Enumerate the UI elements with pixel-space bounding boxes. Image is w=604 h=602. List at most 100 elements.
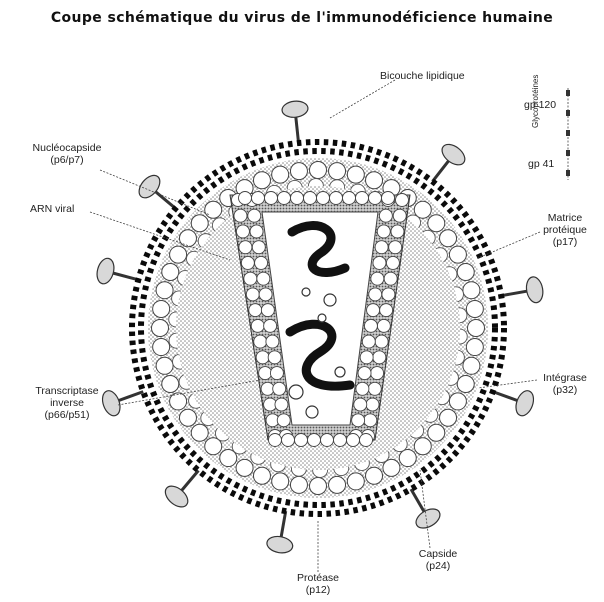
core-enzyme bbox=[335, 367, 345, 377]
matrix-bead bbox=[463, 357, 480, 374]
capsid-bead bbox=[368, 382, 381, 395]
capsid-bead bbox=[273, 382, 286, 395]
matrix-bead bbox=[310, 478, 327, 495]
label-integrase: Intégrase (p32) bbox=[525, 372, 604, 396]
matrix-bead bbox=[414, 438, 431, 455]
matrix-bead bbox=[205, 201, 222, 218]
capsid-bead bbox=[251, 319, 264, 332]
matrix-bead bbox=[347, 473, 364, 490]
matrix-bead bbox=[170, 246, 187, 263]
capsid-bead bbox=[259, 367, 272, 380]
capsid-bead bbox=[366, 398, 379, 411]
matrix-bead bbox=[440, 230, 457, 247]
capsid-bead bbox=[389, 241, 402, 254]
label-capsid-name: Capside bbox=[398, 548, 478, 560]
capsid-bead bbox=[255, 256, 268, 269]
capsid-bead bbox=[360, 351, 373, 364]
capsid-bead bbox=[369, 288, 382, 301]
matrix-bead bbox=[272, 473, 289, 490]
capsid-bead bbox=[308, 434, 321, 447]
capsid-bead bbox=[264, 319, 277, 332]
capsid-bead bbox=[295, 434, 308, 447]
capsid-bead bbox=[373, 256, 386, 269]
glycoprotein-spike bbox=[501, 276, 545, 304]
capsid-bead bbox=[252, 241, 265, 254]
core-enzyme bbox=[306, 406, 318, 418]
capsid-bead bbox=[265, 192, 278, 205]
matrix-bead bbox=[329, 476, 346, 493]
matrix-bead bbox=[457, 376, 474, 393]
label-capsid-code: (p24) bbox=[398, 560, 478, 572]
matrix-bead bbox=[466, 300, 483, 317]
capsid-bead bbox=[382, 192, 395, 205]
capsid-bead bbox=[347, 434, 360, 447]
capsid-bead bbox=[241, 256, 254, 269]
label-protease-code: (p12) bbox=[278, 584, 358, 596]
matrix-bead bbox=[428, 215, 445, 232]
label-nucleocapsid-name: Nucléocapside bbox=[12, 142, 122, 154]
capsid-bead bbox=[250, 225, 263, 238]
matrix-bead bbox=[440, 409, 457, 426]
matrix-bead bbox=[236, 459, 253, 476]
matrix-bead bbox=[191, 215, 208, 232]
capsid-bead bbox=[259, 288, 272, 301]
matrix-bead bbox=[463, 282, 480, 299]
capsid-bead bbox=[352, 414, 365, 427]
matrix-bead bbox=[310, 162, 327, 179]
capsid-bead bbox=[343, 192, 356, 205]
capsid-bead bbox=[371, 367, 384, 380]
label-transcriptase: Transcriptase inverse (p66/p51) bbox=[12, 385, 122, 421]
matrix-bead bbox=[253, 467, 270, 484]
capsid-bead bbox=[386, 256, 399, 269]
capsid-bead bbox=[268, 351, 281, 364]
matrix-bead bbox=[399, 450, 416, 467]
matrix-bead bbox=[449, 393, 466, 410]
capsid-bead bbox=[256, 351, 269, 364]
matrix-bead bbox=[468, 320, 485, 337]
capsid-bead bbox=[377, 225, 390, 238]
label-nucleocapsid: Nucléocapside (p6/p7) bbox=[12, 142, 122, 166]
capsid-bead bbox=[375, 241, 388, 254]
capsid-bead bbox=[373, 351, 386, 364]
label-lipid-bilayer: Bicouche lipidique bbox=[380, 70, 465, 82]
capsid-bead bbox=[282, 434, 295, 447]
capsid-bead bbox=[266, 335, 279, 348]
glycoprotein-spike bbox=[135, 171, 176, 208]
matrix-bead bbox=[329, 163, 346, 180]
capsid-bead bbox=[244, 272, 257, 285]
matrix-bead bbox=[290, 163, 307, 180]
label-transcriptase-code: (p66/p51) bbox=[12, 409, 122, 421]
matrix-bead bbox=[179, 230, 196, 247]
capsid-bead bbox=[261, 304, 274, 317]
capsid-bead bbox=[239, 241, 252, 254]
matrix-bead bbox=[366, 172, 383, 189]
capsid-bead bbox=[375, 335, 388, 348]
capsid-bead bbox=[277, 414, 290, 427]
capsid-bead bbox=[334, 434, 347, 447]
label-viral-rna: ARN viral bbox=[30, 203, 74, 215]
core-enzyme bbox=[324, 294, 336, 306]
capsid-bead bbox=[358, 367, 371, 380]
capsid-bead bbox=[369, 192, 382, 205]
capsid-bead bbox=[362, 335, 375, 348]
label-integrase-name: Intégrase bbox=[525, 372, 604, 384]
capsid-bead bbox=[252, 192, 265, 205]
matrix-bead bbox=[428, 424, 445, 441]
label-matrix: Matrice protéique (p17) bbox=[525, 212, 604, 248]
glycoprotein-spike bbox=[433, 140, 469, 181]
matrix-bead bbox=[290, 476, 307, 493]
label-gp41: gp 41 bbox=[528, 158, 554, 170]
matrix-bead bbox=[466, 339, 483, 356]
capsid-bead bbox=[371, 272, 384, 285]
capsid-bead bbox=[367, 304, 380, 317]
capsid-bead bbox=[364, 319, 377, 332]
capsid-bead bbox=[275, 398, 288, 411]
label-protease-name: Protéase bbox=[278, 572, 358, 584]
label-matrix-code: (p17) bbox=[525, 236, 604, 248]
capsid-bead bbox=[391, 225, 404, 238]
capsid-bead bbox=[246, 288, 259, 301]
matrix-bead bbox=[152, 320, 169, 337]
capsid-bead bbox=[384, 272, 397, 285]
capsid-bead bbox=[257, 272, 270, 285]
capsid-bead bbox=[356, 382, 369, 395]
